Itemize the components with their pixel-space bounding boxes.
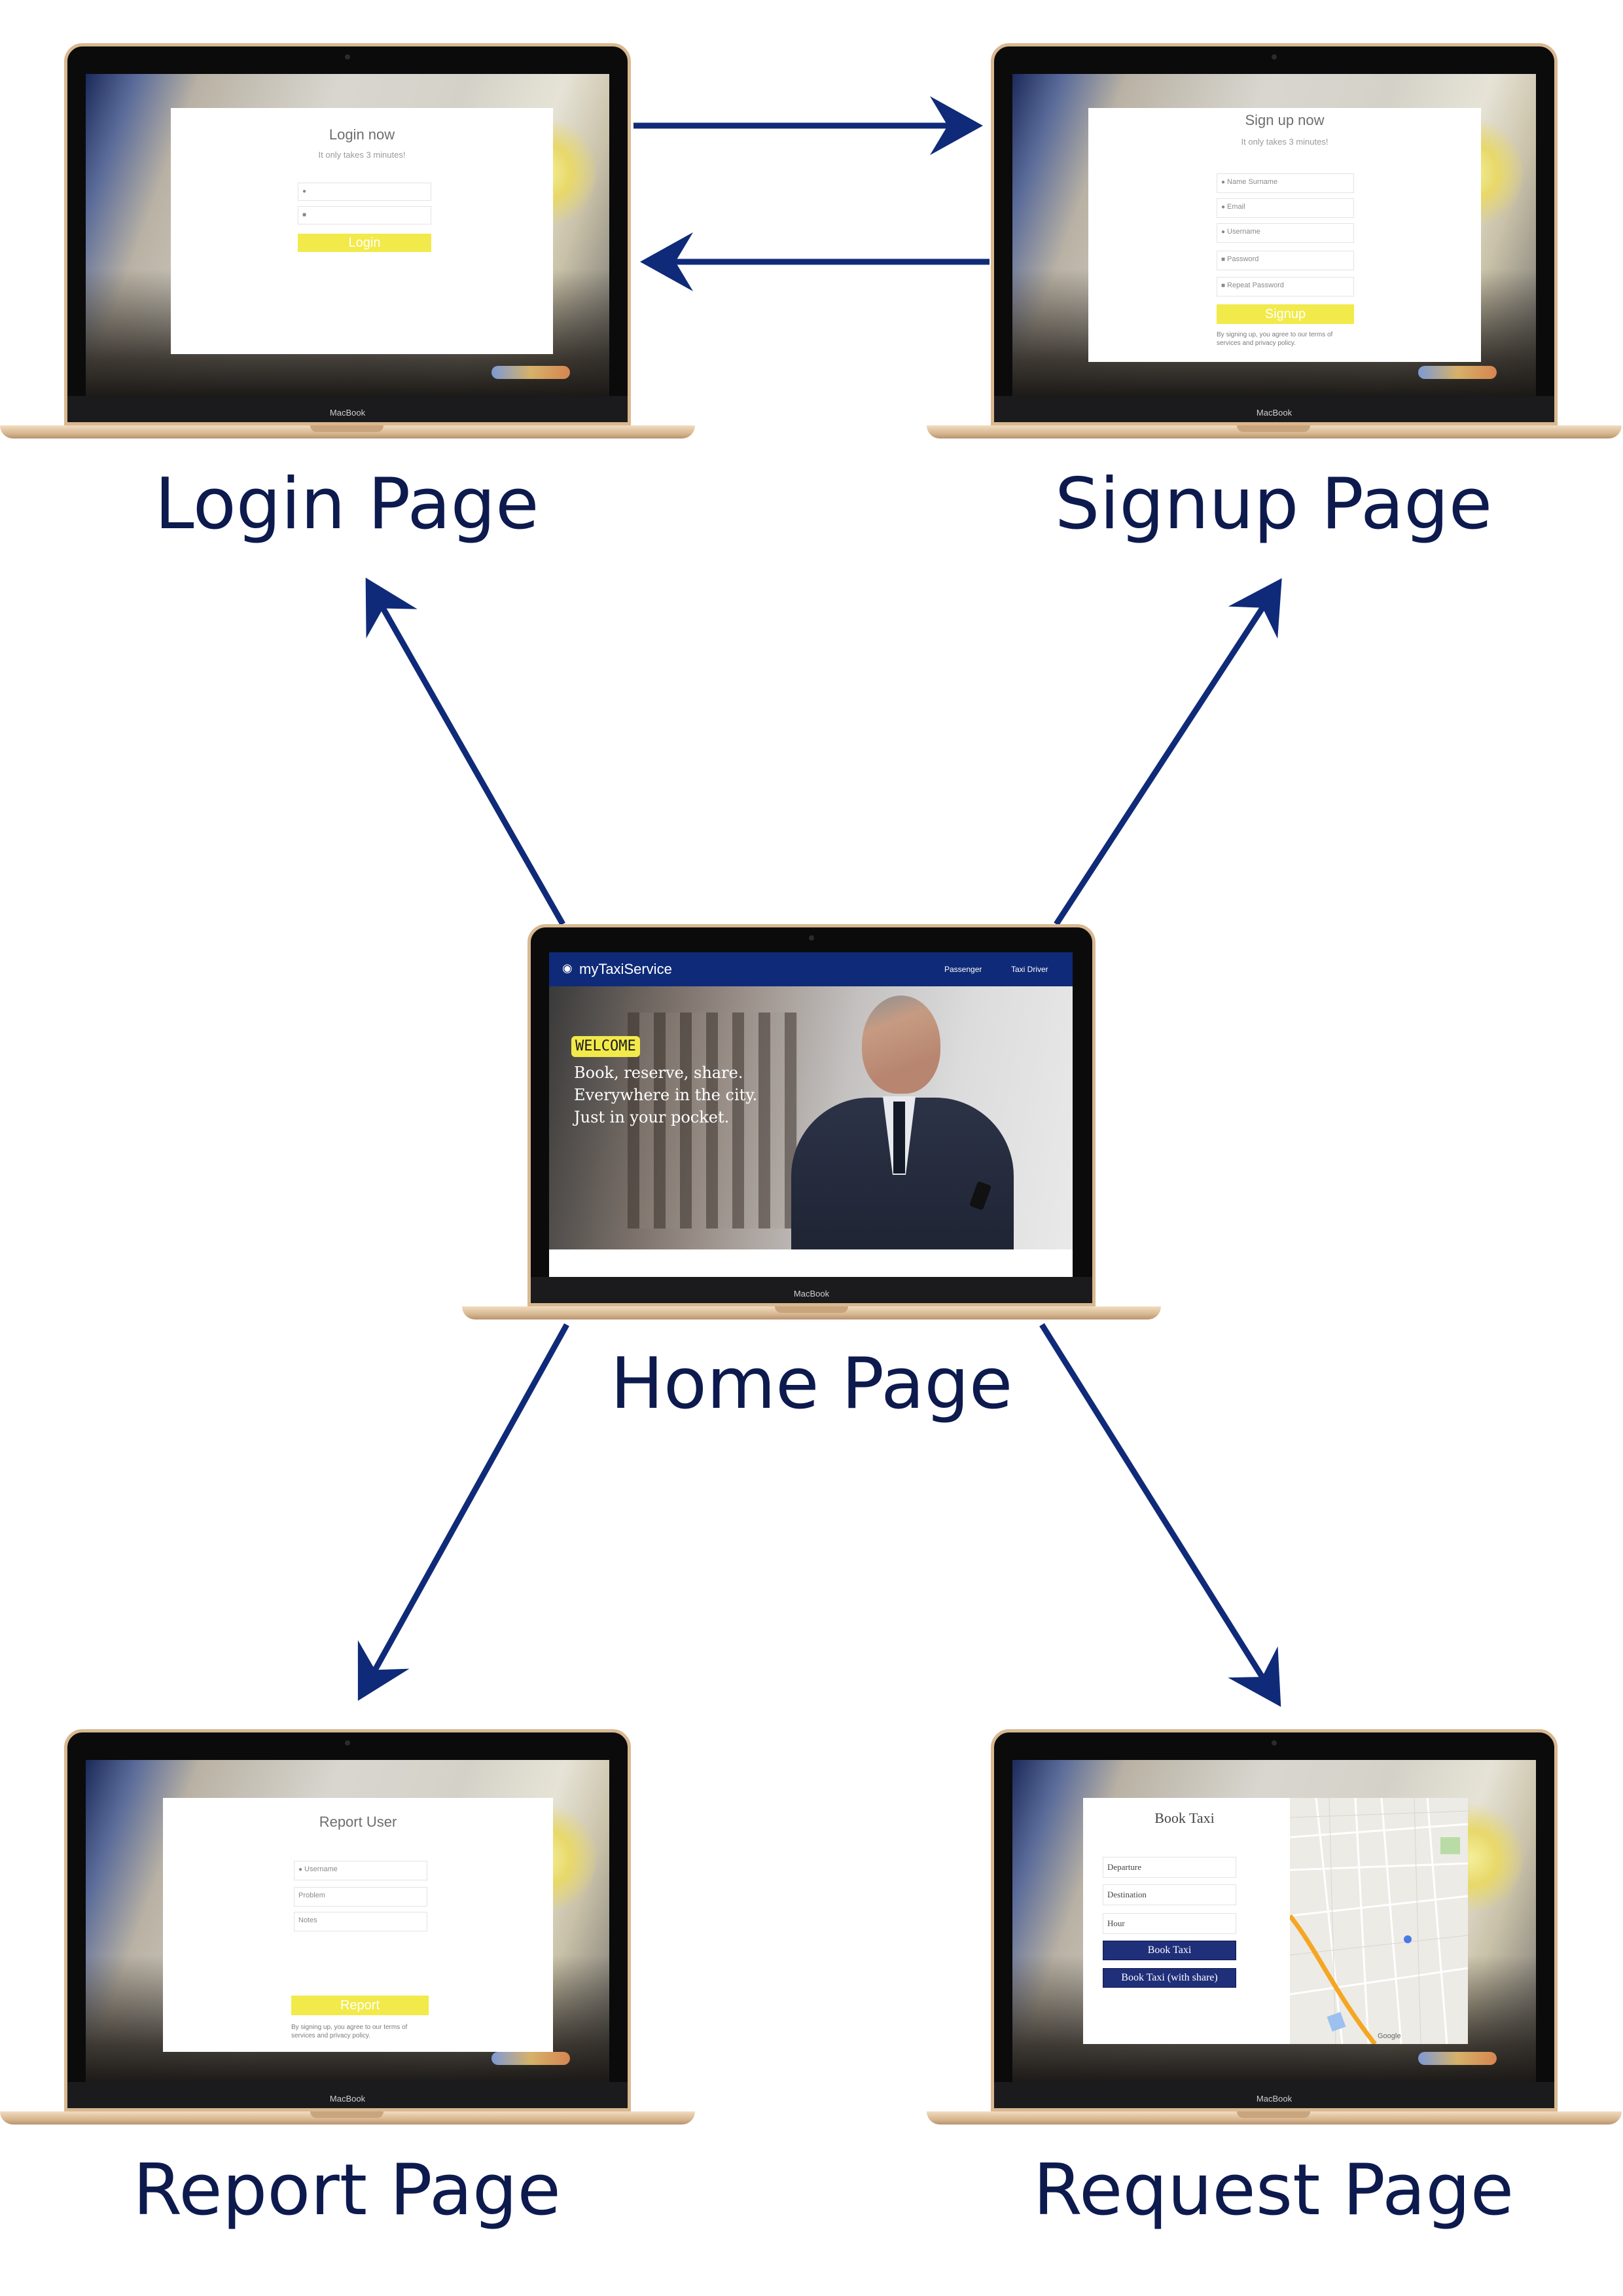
signup-screen: Sign up now It only takes 3 minutes! ●Na… <box>1012 74 1536 399</box>
report-title: Report User <box>319 1814 397 1830</box>
report-notes-field[interactable]: Notes <box>294 1912 427 1931</box>
camera <box>345 54 350 60</box>
lock-icon: ■ <box>1221 256 1226 263</box>
home-screen: ◉ myTaxiService Passenger Taxi Driver WE… <box>549 952 1073 1280</box>
home-hero: WELCOME Book, reserve, share. Everywhere… <box>549 986 1073 1249</box>
nav-passenger[interactable]: Passenger <box>944 965 982 974</box>
hour-field[interactable]: Hour <box>1103 1913 1236 1934</box>
report-username-field[interactable]: ●Username <box>294 1861 427 1880</box>
water-area <box>1327 2011 1346 2032</box>
request-laptop: Book Taxi Departure Destination Hour Boo… <box>927 1729 1622 2131</box>
laptop-brand-label: MacBook <box>1256 2094 1293 2104</box>
caption-signup: Signup Page <box>1054 463 1493 545</box>
businessman-photo <box>778 986 1073 1249</box>
signup-repeat-password-field[interactable]: ■Repeat Password <box>1217 277 1354 296</box>
laptop-brand-label: MacBook <box>329 2094 366 2104</box>
signup-button[interactable]: Signup <box>1217 304 1354 324</box>
signup-subtitle: It only takes 3 minutes! <box>1241 137 1329 147</box>
park-area <box>1440 1837 1460 1854</box>
caption-home: Home Page <box>610 1343 1013 1425</box>
book-taxi-button[interactable]: Book Taxi <box>1103 1941 1236 1960</box>
login-screen: Login now It only takes 3 minutes! ● ■ L… <box>86 74 609 399</box>
report-terms: By signing up, you agree to our terms of… <box>291 2024 408 2039</box>
report-screen: Report User ●Username Problem Notes Repo… <box>86 1760 609 2085</box>
caption-report: Report Page <box>133 2149 561 2231</box>
hero-line-1: Book, reserve, share. <box>574 1064 743 1082</box>
nav-taxi-driver[interactable]: Taxi Driver <box>1011 965 1048 974</box>
user-icon: ● <box>1221 228 1226 236</box>
request-screen: Book Taxi Departure Destination Hour Boo… <box>1012 1760 1536 2085</box>
signup-card: Sign up now It only takes 3 minutes! ●Na… <box>1088 108 1481 362</box>
user-icon: ● <box>1221 204 1226 211</box>
user-icon: ● <box>298 1866 303 1873</box>
report-button[interactable]: Report <box>291 1996 429 2015</box>
hero-line-3: Just in your pocket. <box>574 1108 730 1126</box>
laptop-base <box>0 425 695 439</box>
report-problem-field[interactable]: Problem <box>294 1887 427 1907</box>
book-taxi-share-button[interactable]: Book Taxi (with share) <box>1103 1968 1236 1988</box>
request-card: Book Taxi Departure Destination Hour Boo… <box>1083 1798 1468 2044</box>
signup-laptop: Sign up now It only takes 3 minutes! ●Na… <box>927 43 1622 445</box>
home-brand[interactable]: myTaxiService <box>579 961 672 977</box>
hero-line-2: Everywhere in the city. <box>574 1086 758 1104</box>
home-navbar: ◉ myTaxiService Passenger Taxi Driver <box>549 952 1073 986</box>
location-marker-icon <box>1404 1935 1412 1943</box>
signup-password-field[interactable]: ■Password <box>1217 251 1354 270</box>
signup-terms: By signing up, you agree to our terms of… <box>1217 331 1333 347</box>
arrow-home-to-login <box>365 577 565 926</box>
welcome-badge: WELCOME <box>571 1036 640 1057</box>
laptop-brand-label: MacBook <box>1256 408 1293 418</box>
login-card: Login now It only takes 3 minutes! ● ■ L… <box>171 108 553 354</box>
caption-request: Request Page <box>1033 2149 1514 2231</box>
destination-field[interactable]: Destination <box>1103 1884 1236 1905</box>
login-subtitle: It only takes 3 minutes! <box>318 150 406 160</box>
login-username-field[interactable]: ● <box>298 183 431 201</box>
login-password-field[interactable]: ■ <box>298 206 431 224</box>
arrow-home-to-signup <box>1054 578 1282 926</box>
map-roads <box>1290 1798 1468 2044</box>
user-icon: ● <box>302 188 307 195</box>
caption-login: Login Page <box>154 463 539 545</box>
login-button[interactable]: Login <box>298 234 431 252</box>
signup-name-field[interactable]: ●Name Surname <box>1217 173 1354 193</box>
login-title: Login now <box>329 126 395 143</box>
arcade-columns <box>628 1013 798 1229</box>
report-laptop: Report User ●Username Problem Notes Repo… <box>0 1729 695 2131</box>
arrow-home-to-request <box>1039 1323 1281 1707</box>
home-laptop: ◉ myTaxiService Passenger Taxi Driver WE… <box>462 924 1161 1325</box>
signup-title: Sign up now <box>1245 112 1325 128</box>
user-icon: ● <box>1221 179 1226 186</box>
report-card: Report User ●Username Problem Notes Repo… <box>163 1798 553 2052</box>
laptop-brand-label: MacBook <box>329 408 366 418</box>
signup-username-field[interactable]: ●Username <box>1217 223 1354 243</box>
laptop-brand-label: MacBook <box>793 1289 830 1299</box>
lock-icon: ■ <box>1221 282 1226 289</box>
map-view[interactable]: Google <box>1290 1798 1468 2044</box>
taxi-logo-icon: ◉ <box>562 961 573 975</box>
departure-field[interactable]: Departure <box>1103 1857 1236 1878</box>
map-credit: Google <box>1378 2032 1401 2040</box>
arrow-home-to-report <box>357 1323 569 1701</box>
signup-email-field[interactable]: ●Email <box>1217 198 1354 218</box>
lock-icon: ■ <box>302 211 307 219</box>
login-laptop: Login now It only takes 3 minutes! ● ■ L… <box>0 43 695 445</box>
request-title: Book Taxi <box>1154 1810 1215 1826</box>
highway-route <box>1290 1914 1377 2044</box>
